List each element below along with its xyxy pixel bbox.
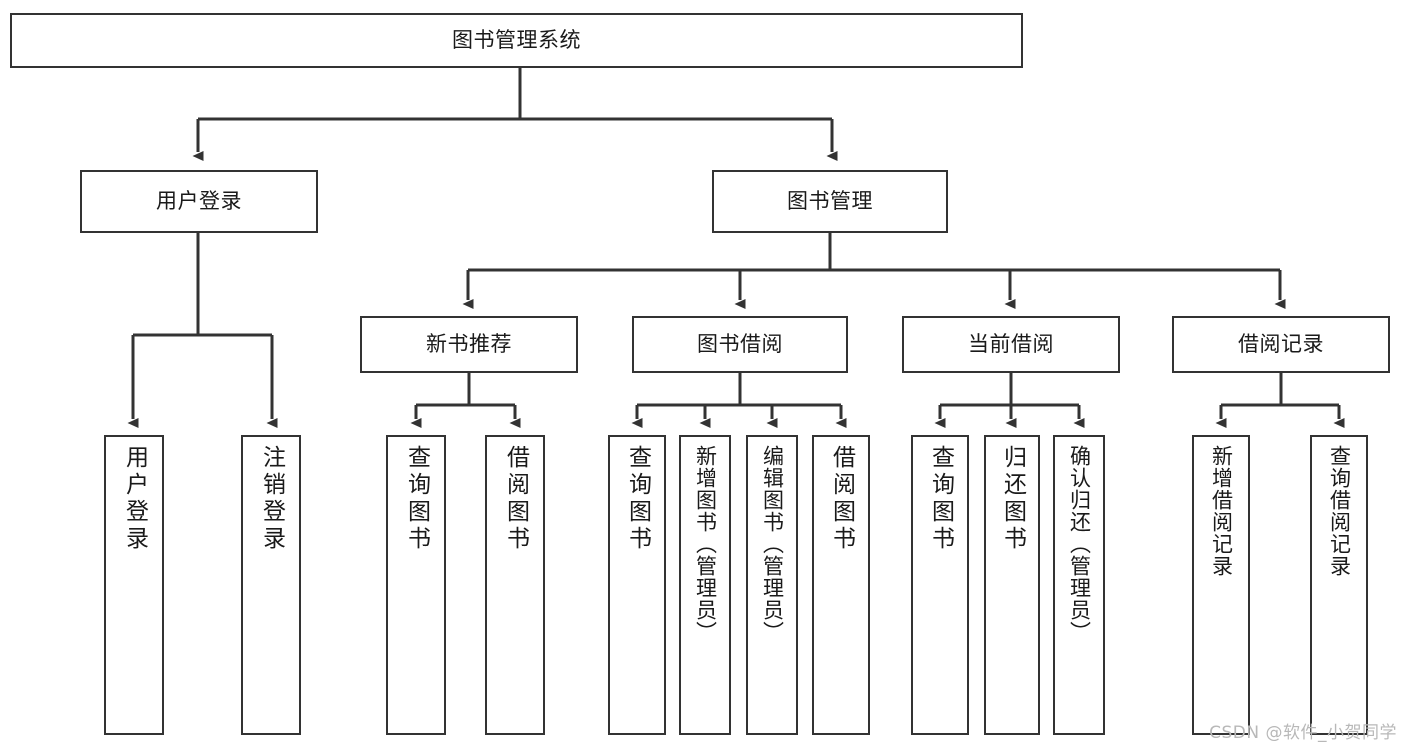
node-label: 新增借阅记录 xyxy=(1209,445,1234,577)
node-label: 新增图书（管理员） xyxy=(693,445,718,643)
leaf-query-book-current[interactable]: 查询图书 xyxy=(911,435,969,735)
node-label: 确认归还（管理员） xyxy=(1067,445,1092,643)
leaf-confirm-return-admin[interactable]: 确认归还（管理员） xyxy=(1053,435,1105,735)
leaf-query-book-recommend[interactable]: 查询图书 xyxy=(386,435,446,735)
node-book-borrow[interactable]: 图书借阅 xyxy=(632,316,848,373)
leaf-query-book-borrow[interactable]: 查询图书 xyxy=(608,435,666,735)
node-label: 借阅图书 xyxy=(502,445,529,553)
leaf-query-borrow-record[interactable]: 查询借阅记录 xyxy=(1310,435,1368,735)
leaf-borrow-book[interactable]: 借阅图书 xyxy=(812,435,870,735)
node-book-manage[interactable]: 图书管理 xyxy=(712,170,948,233)
node-label: 图书管理 xyxy=(787,189,873,214)
node-label: 图书管理系统 xyxy=(452,28,581,53)
leaf-add-book-admin[interactable]: 新增图书（管理员） xyxy=(679,435,731,735)
leaf-add-borrow-record[interactable]: 新增借阅记录 xyxy=(1192,435,1250,735)
node-label: 用户登录 xyxy=(121,445,148,553)
node-label: 新书推荐 xyxy=(426,332,512,357)
leaf-return-book[interactable]: 归还图书 xyxy=(984,435,1040,735)
leaf-borrow-book-recommend[interactable]: 借阅图书 xyxy=(485,435,545,735)
node-current-borrow[interactable]: 当前借阅 xyxy=(902,316,1120,373)
node-label: 注销登录 xyxy=(258,445,285,553)
node-label: 查询图书 xyxy=(624,445,651,553)
node-label: 用户登录 xyxy=(156,189,242,214)
node-label: 编辑图书（管理员） xyxy=(760,445,785,643)
leaf-edit-book-admin[interactable]: 编辑图书（管理员） xyxy=(746,435,798,735)
node-new-book-recommend[interactable]: 新书推荐 xyxy=(360,316,578,373)
csdn-watermark: CSDN @软件_小贺同学 xyxy=(1209,723,1397,743)
node-label: 查询借阅记录 xyxy=(1327,445,1352,577)
node-root-system[interactable]: 图书管理系统 xyxy=(10,13,1023,68)
leaf-user-login[interactable]: 用户登录 xyxy=(104,435,164,735)
leaf-logout[interactable]: 注销登录 xyxy=(241,435,301,735)
node-user-login[interactable]: 用户登录 xyxy=(80,170,318,233)
node-label: 查询图书 xyxy=(403,445,430,553)
node-borrow-record[interactable]: 借阅记录 xyxy=(1172,316,1390,373)
node-label: 借阅记录 xyxy=(1238,332,1324,357)
node-label: 当前借阅 xyxy=(968,332,1054,357)
node-label: 查询图书 xyxy=(927,445,954,553)
node-label: 借阅图书 xyxy=(828,445,855,553)
node-label: 图书借阅 xyxy=(697,332,783,357)
node-label: 归还图书 xyxy=(999,445,1026,553)
